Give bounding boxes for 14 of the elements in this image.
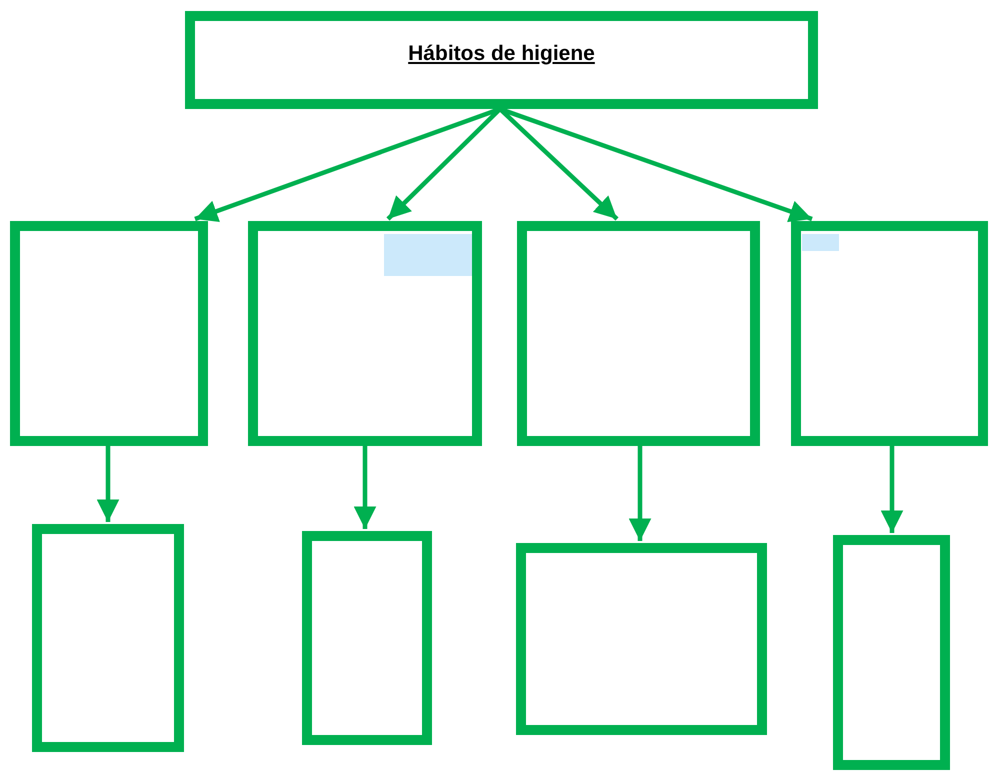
- empty-box: [248, 221, 482, 446]
- arrow: [354, 446, 376, 529]
- empty-box: [32, 524, 184, 752]
- title-box: [185, 11, 818, 109]
- title-text: Hábitos de higiene: [408, 42, 595, 66]
- empty-box: [517, 221, 760, 446]
- empty-box: [791, 221, 988, 446]
- empty-box: [516, 543, 767, 735]
- empty-box: [833, 535, 950, 770]
- arrow: [96, 446, 120, 522]
- arrow: [880, 446, 904, 533]
- arrow: [628, 446, 652, 541]
- empty-box: [10, 221, 208, 446]
- empty-box: [302, 531, 432, 745]
